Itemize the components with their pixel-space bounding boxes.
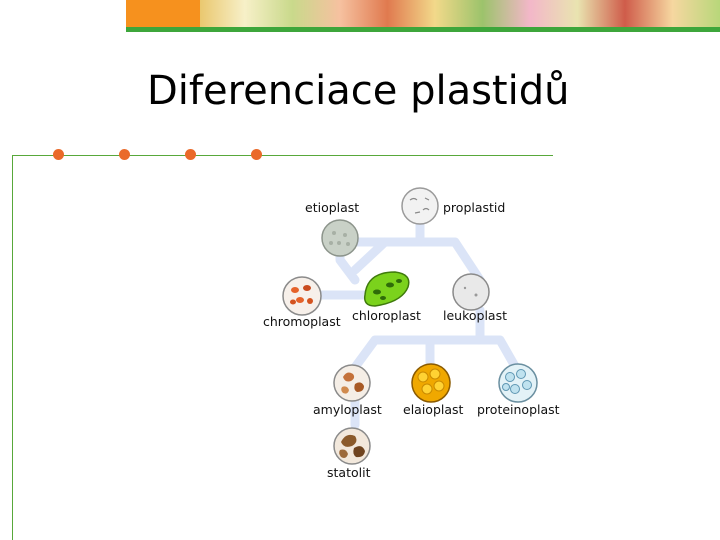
bullet-dot bbox=[53, 149, 64, 160]
label-proplastid: proplastid bbox=[443, 200, 505, 215]
label-chromoplast: chromoplast bbox=[263, 314, 341, 329]
chromoplast-cell bbox=[282, 276, 322, 316]
label-leukoplast: leukoplast bbox=[443, 308, 507, 323]
plastid-diagram: proplastid etioplast chromoplast chlorop… bbox=[263, 187, 560, 480]
horizontal-rule bbox=[12, 155, 553, 156]
bullet-dot bbox=[119, 149, 130, 160]
proteinoplast-cell bbox=[498, 363, 538, 403]
label-etioplast: etioplast bbox=[305, 200, 359, 215]
top-decorative-banner bbox=[126, 0, 720, 32]
slide-title: Diferenciace plastidů bbox=[147, 68, 570, 114]
label-proteinoplast: proteinoplast bbox=[477, 402, 560, 417]
elaioplast-cell bbox=[411, 363, 451, 403]
vertical-rule bbox=[12, 155, 13, 540]
chloroplast-cell bbox=[363, 271, 410, 307]
proplastid-cell bbox=[401, 187, 439, 225]
label-elaioplast: elaioplast bbox=[403, 402, 464, 417]
label-statolit: statolit bbox=[327, 465, 371, 480]
label-chloroplast: chloroplast bbox=[352, 308, 421, 323]
bullet-dot bbox=[185, 149, 196, 160]
bullet-dot bbox=[251, 149, 262, 160]
statolit-cell bbox=[333, 427, 371, 465]
amyloplast-cell bbox=[333, 364, 371, 402]
label-amyloplast: amyloplast bbox=[313, 402, 382, 417]
etioplast-cell bbox=[321, 219, 359, 257]
leukoplast-cell bbox=[452, 273, 490, 311]
